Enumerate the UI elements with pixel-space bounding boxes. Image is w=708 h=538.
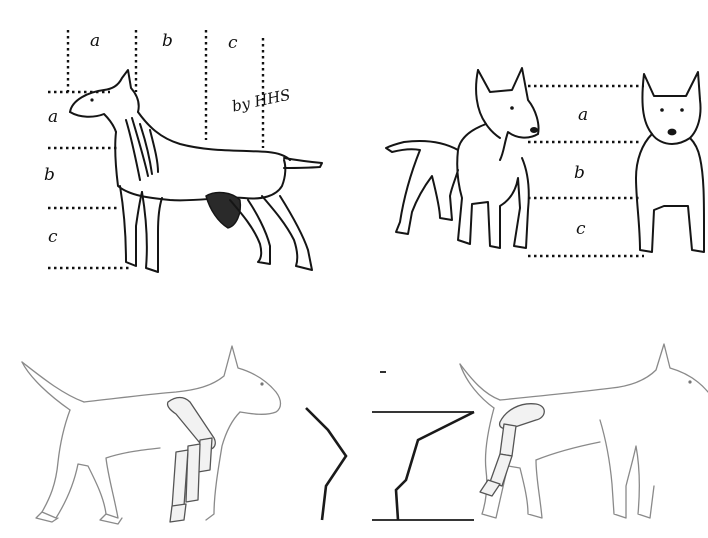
panel-proportions-side-view: a b c a b c by HHS — [44, 30, 322, 272]
dog-hindquarters-three-quarter — [386, 141, 458, 234]
dog-eye — [90, 98, 93, 101]
row-label-right-c: c — [576, 219, 586, 239]
dog-front-leg-left — [120, 186, 142, 266]
chest-front-left — [206, 412, 240, 520]
dog-tail — [284, 158, 322, 168]
row-label-right-b: b — [574, 163, 585, 183]
dog-eye-front-right — [680, 108, 684, 112]
paw-bone-right — [480, 480, 500, 496]
panel-forequarter-angulation-left — [22, 346, 346, 524]
dog-front-leg-right — [142, 192, 162, 272]
tail-left — [22, 362, 84, 402]
tail-right — [460, 364, 500, 400]
dog-sketch-three-quarter-view — [386, 68, 539, 248]
front-legs-right — [600, 420, 654, 518]
dog-body-three-quarter — [457, 124, 529, 248]
humerus-bone-right — [500, 424, 516, 456]
back-and-head-right — [500, 344, 708, 400]
panel-proportions-front-view: a b c — [386, 68, 704, 256]
dog-head-three-quarter — [478, 68, 539, 160]
dog-head-left-outline — [476, 70, 500, 138]
dog-nose-three-quarter — [530, 127, 538, 133]
dog-eye-front-left — [660, 108, 664, 112]
belly-right — [536, 442, 600, 460]
dog-pencil-outline-left — [22, 346, 281, 524]
angle-line-left — [306, 408, 346, 520]
row-label-b: b — [44, 165, 55, 185]
dog-thigh-shading — [206, 193, 240, 228]
forelimb-skeleton-right — [480, 404, 544, 496]
belly-hind-left — [42, 410, 160, 518]
dog-muzzle-outline — [70, 112, 116, 132]
forelimb-skeleton-left — [167, 398, 215, 523]
dog-sketch-front-view — [636, 72, 704, 252]
paw-bone-left — [170, 504, 186, 522]
dog-nose-front — [668, 129, 677, 136]
dog-back-outline — [138, 112, 290, 160]
column-label-a: a — [90, 31, 100, 51]
column-label-c: c — [228, 33, 238, 53]
row-label-a: a — [48, 107, 58, 127]
eye-right — [688, 380, 691, 383]
dog-body-outline — [115, 132, 285, 200]
tail-left-lower — [22, 362, 70, 410]
row-label-right-a: a — [578, 105, 588, 125]
dog-body-front — [636, 134, 704, 252]
dog-pencil-outline-right — [460, 344, 708, 518]
column-label-b: b — [162, 31, 173, 51]
eye-left — [260, 382, 263, 385]
angle-line-right — [396, 412, 474, 520]
dog-eye-three-quarter — [510, 106, 514, 110]
artist-signature: by HHS — [230, 86, 292, 116]
row-label-c: c — [48, 227, 58, 247]
panel-forequarter-angulation-right — [372, 344, 708, 520]
dog-shoulder-shading — [126, 118, 158, 180]
